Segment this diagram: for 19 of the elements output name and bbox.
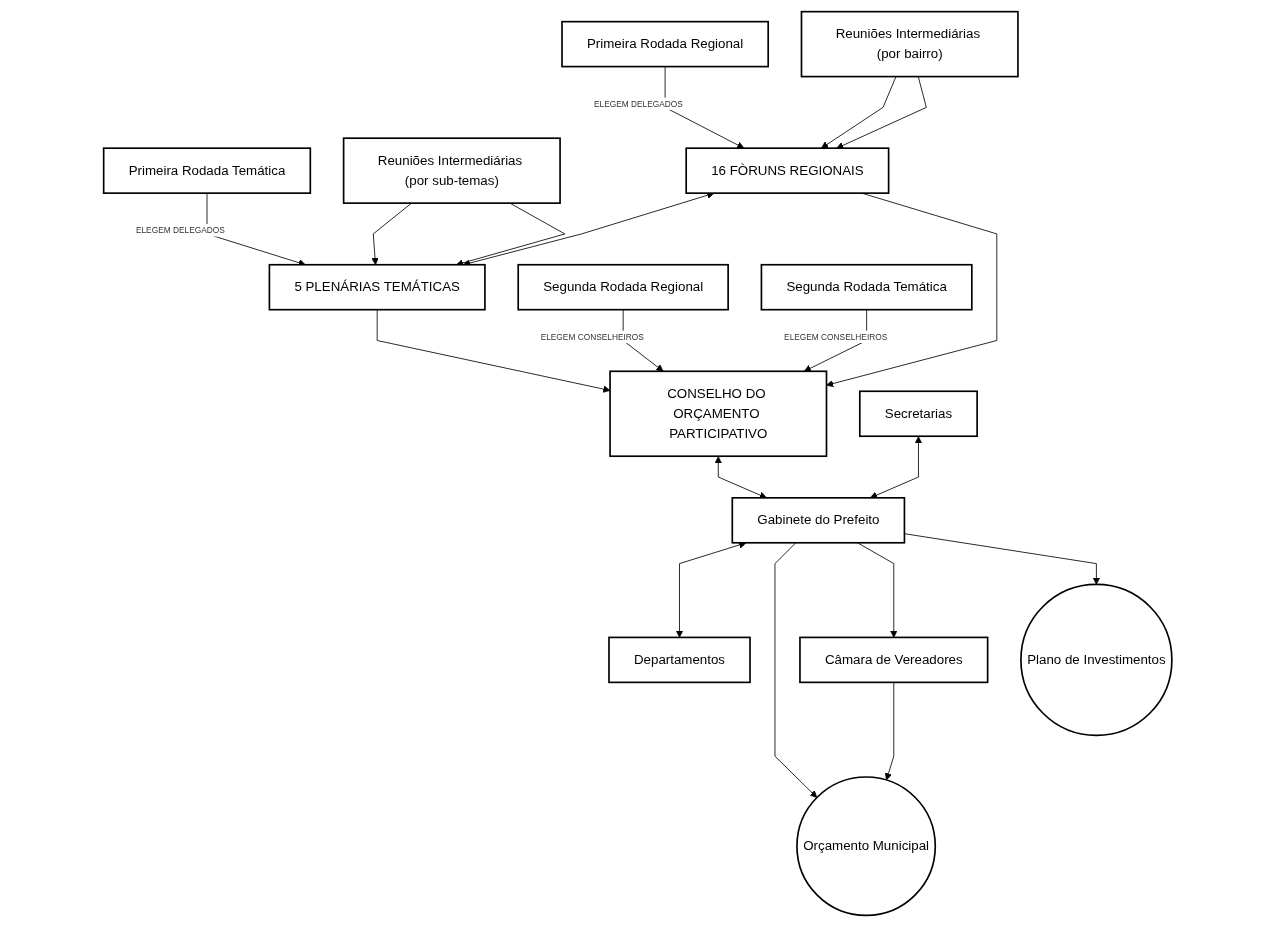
edge-label: ELEGEM DELEGADOS	[593, 99, 683, 109]
edge-label: ELEGEM CONSELHEIROS	[783, 332, 887, 342]
node-circle: Orçamento Municipal	[795, 776, 936, 917]
node-box: 5 PLENÁRIAS TEMÁTICAS	[268, 263, 486, 311]
node-circle: Plano de Investimentos	[1019, 583, 1173, 737]
node-box: Segunda Rodada Regional	[517, 263, 729, 311]
node-box: 16 FÒRUNS REGIONAIS	[685, 147, 890, 194]
node-box: Secretarias	[858, 390, 978, 438]
node-box: Primeira Rodada Temática	[102, 147, 311, 194]
node-box: Reuniões Intermediárias (por sub-temas)	[342, 137, 561, 204]
node-box: CONSELHO DO ORÇAMENTO PARTICIPATIVO	[608, 370, 828, 458]
node-box: Gabinete do Prefeito	[731, 497, 905, 544]
edge-label: ELEGEM DELEGADOS	[135, 225, 225, 235]
edge-label: ELEGEM CONSELHEIROS	[540, 332, 644, 342]
node-box: Departamentos	[607, 636, 751, 684]
node-box: Câmara de Vereadores	[798, 636, 989, 684]
node-box: Reuniões Intermediárias (por bairro)	[800, 10, 1019, 78]
node-box: Primeira Rodada Regional	[560, 20, 769, 68]
node-box: Segunda Rodada Temática	[760, 263, 973, 311]
